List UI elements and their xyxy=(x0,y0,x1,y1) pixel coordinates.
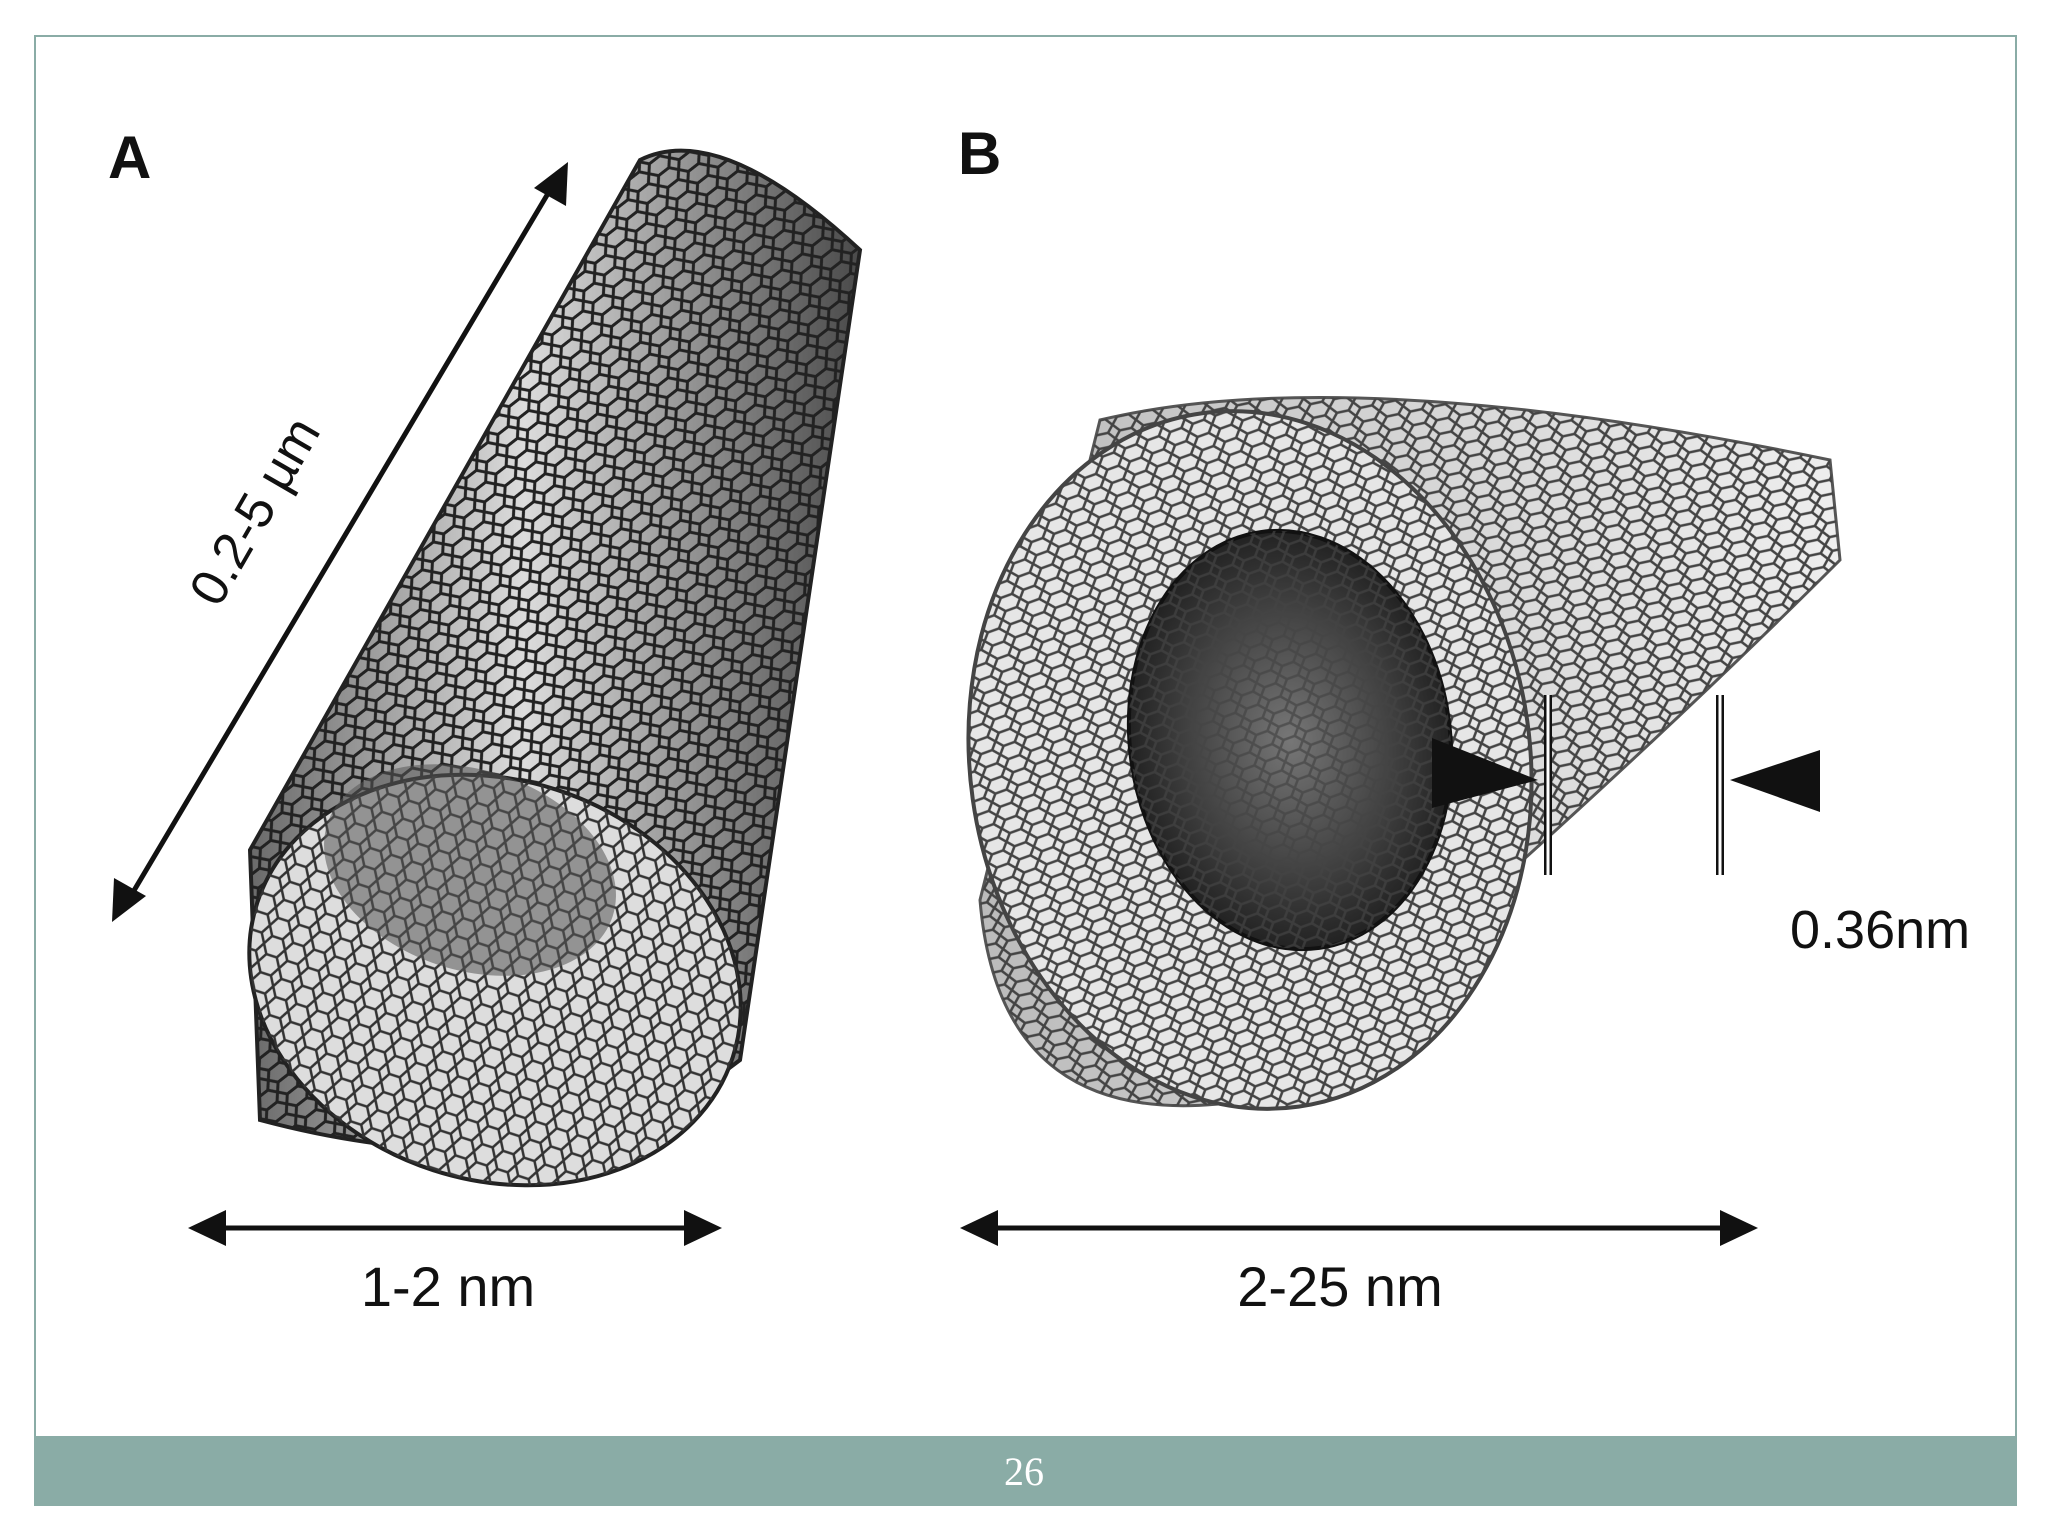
panel-label-a: A xyxy=(108,124,151,191)
diameter-label-a: 1-2 nm xyxy=(361,1255,535,1318)
page-number: 26 xyxy=(1004,1449,1044,1494)
single-walled-nanotube-illustration xyxy=(247,148,863,1188)
multi-walled-nanotube-illustration xyxy=(966,396,1842,1111)
diameter-arrow-a xyxy=(188,1210,722,1246)
nanotube-a-interior xyxy=(324,764,616,976)
diameter-label-b: 2-25 nm xyxy=(1237,1255,1442,1318)
spacing-markers xyxy=(1432,695,1820,875)
length-label: 0.2-5 µm xyxy=(179,408,332,616)
nanotube-b-inner-wall-lattice xyxy=(1128,530,1452,950)
spacing-arrowhead-right xyxy=(1730,750,1820,812)
spacing-label: 0.36nm xyxy=(1790,900,1970,960)
footer-bar xyxy=(34,1436,2017,1506)
spacing-arrowhead-left xyxy=(1432,738,1538,808)
panel-label-b: B xyxy=(958,120,1001,187)
length-arrow xyxy=(112,162,568,922)
diameter-arrow-b xyxy=(960,1210,1758,1246)
